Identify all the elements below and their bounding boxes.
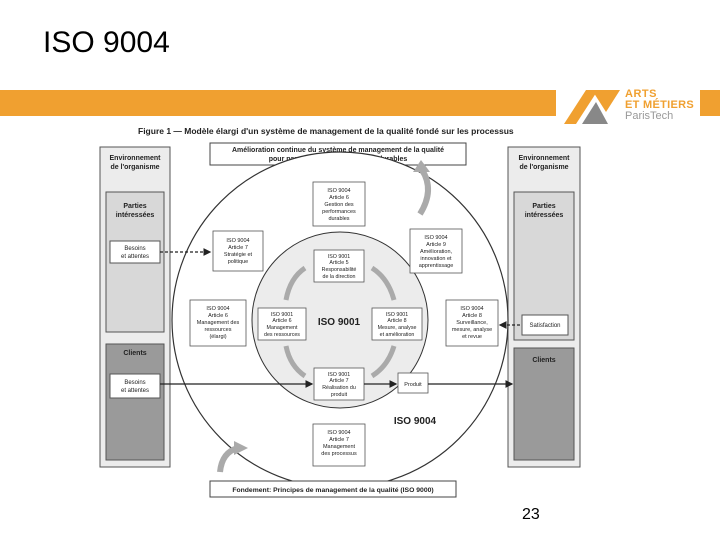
right-parties-l2: intéressées	[525, 212, 564, 219]
left-clients-box	[105, 343, 165, 461]
box-9004-art6-top-l2: Article 6	[329, 195, 349, 201]
box-9004-art6-res-l1: ISO 9004	[206, 306, 229, 312]
box-9001-art5-l2: Article 5	[329, 260, 348, 266]
figure-caption: Figure 1 — Modèle élargi d'un système de…	[138, 126, 514, 136]
right-parties-l1: Parties	[532, 203, 555, 210]
box-9004-art8-l2: Article 8	[462, 313, 482, 319]
left-env-l1: Environnement	[110, 155, 162, 162]
box-9004-art8-l5: et revue	[462, 334, 482, 340]
box-9004-art6-top-l1: ISO 9004	[327, 188, 350, 194]
slide-title: ISO 9004	[43, 26, 170, 59]
box-9004-art8-l1: ISO 9004	[460, 306, 483, 312]
right-env-l2: de l'organisme	[519, 164, 568, 171]
right-satisfaction-box	[521, 314, 569, 336]
box-9004-art9	[409, 228, 463, 274]
box-9004-art8	[445, 299, 499, 347]
box-9004-art7-strat-l3: Stratégie et	[224, 252, 253, 258]
logo-icon	[564, 90, 620, 124]
box-9004-art6-top-l5: durables	[328, 216, 349, 222]
box-9001-art8-l3: Mesure, analyse	[378, 325, 417, 331]
logo-text-2: ET MÉTIERS	[625, 99, 695, 111]
box-9001-art7-l4: produit	[331, 392, 348, 398]
left-parties-l2: intéressées	[116, 212, 155, 219]
inner-arrow-3	[370, 345, 397, 379]
box-9004-art7-proc	[312, 423, 366, 467]
box-9004-art6-res	[189, 299, 247, 347]
box-9001-art7-l2: Article 7	[329, 378, 348, 384]
arrow-bottom-left-head	[234, 441, 248, 455]
produit-box	[397, 372, 429, 394]
box-9001-art6	[257, 307, 307, 341]
box-9001-art7	[313, 367, 365, 401]
left-besoins-clients-box	[109, 373, 161, 399]
left-besoins-l2: et attentes	[121, 254, 149, 260]
left-besoins-l1: Besoins	[124, 246, 145, 252]
bottom-box-label: Fondement: Principes de management de la…	[232, 487, 433, 494]
box-9001-art5	[313, 249, 365, 283]
left-clients-label: Clients	[123, 350, 146, 357]
box-9004-art7-strat-l1: ISO 9004	[226, 238, 249, 244]
box-9004-art8-l4: mesure, analyse	[452, 327, 492, 333]
box-9004-art7-proc-l4: des processus	[321, 451, 357, 457]
right-env-l1: Environnement	[519, 155, 571, 162]
logo-text-3: ParisTech	[625, 110, 674, 122]
inner-arrow-4	[283, 345, 307, 379]
inner-arrow-2	[370, 265, 397, 301]
left-besoins-clients-l1: Besoins	[124, 380, 145, 386]
box-9004-art9-l3: Amélioration,	[420, 249, 453, 255]
box-9004-art9-l4: innovation et	[420, 256, 452, 262]
box-9001-art6-l4: des ressources	[264, 332, 300, 338]
box-9004-art6-res-l2: Article 6	[208, 313, 228, 319]
arrow-up-top-head	[413, 160, 430, 172]
box-9001-art5-l4: de la direction	[323, 274, 356, 280]
box-9004-art6-res-l4: ressources	[205, 327, 232, 333]
box-9004-art7-strat	[212, 230, 264, 272]
box-9004-art7-proc-l3: Management	[323, 444, 356, 450]
box-9001-art8-l2: Article 8	[387, 318, 406, 324]
box-9004-art7-strat-l2: Article 7	[228, 245, 248, 251]
box-9004-art9-l1: ISO 9004	[424, 235, 447, 241]
box-9004-art6-top	[312, 181, 366, 227]
box-9001-art8	[371, 307, 423, 341]
page-number: 23	[522, 506, 540, 523]
box-9001-art7-l3: Réalisation du	[322, 385, 356, 391]
box-9004-art6-top-l3: Gestion des	[324, 202, 354, 208]
box-9001-art5-l1: ISO 9001	[328, 254, 350, 260]
logo-text-1: ARTS	[625, 88, 657, 100]
header-bar-right	[700, 90, 720, 116]
box-9004-art6-res-l5: (élargi)	[209, 334, 226, 340]
left-parties-l1: Parties	[123, 203, 146, 210]
left-besoins-clients-l2: et attentes	[121, 388, 149, 394]
box-9004-art7-proc-l1: ISO 9004	[327, 430, 350, 436]
header-bar	[0, 90, 556, 116]
box-9004-art9-l5: apprentissage	[419, 263, 454, 269]
box-9004-art6-top-l4: performances	[322, 209, 356, 215]
box-9004-art8-l3: Surveillance,	[456, 320, 488, 326]
arrow-up-top	[417, 168, 431, 216]
box-9004-art7-strat-l4: politique	[228, 259, 249, 265]
box-9001-art8-l1: ISO 9001	[386, 312, 408, 318]
produit-label: Produit	[404, 382, 422, 388]
box-9001-art5-l3: Responsabilité	[322, 267, 357, 273]
right-clients-label: Clients	[532, 357, 555, 364]
outer-iso-label: ISO 9004	[394, 416, 437, 427]
inner-arrow-1	[283, 265, 307, 301]
box-9001-art8-l4: et amélioration	[380, 332, 415, 338]
right-clients-box	[513, 347, 575, 461]
box-9001-art6-l2: Article 6	[272, 318, 291, 324]
box-9004-art6-res-l3: Management des	[197, 320, 240, 326]
top-box-line1: Amélioration continue du système de mana…	[232, 147, 444, 154]
right-satisfaction-label: Satisfaction	[529, 323, 560, 329]
inner-iso-label: ISO 9001	[318, 317, 361, 328]
box-9004-art9-l2: Article 9	[426, 242, 446, 248]
box-9001-art6-l1: ISO 9001	[271, 312, 293, 318]
left-env-l2: de l'organisme	[110, 164, 159, 171]
box-9001-art6-l3: Management	[267, 325, 298, 331]
bottom-box	[209, 480, 457, 498]
box-9001-art7-l1: ISO 9001	[328, 372, 350, 378]
box-9004-art7-proc-l2: Article 7	[329, 437, 349, 443]
